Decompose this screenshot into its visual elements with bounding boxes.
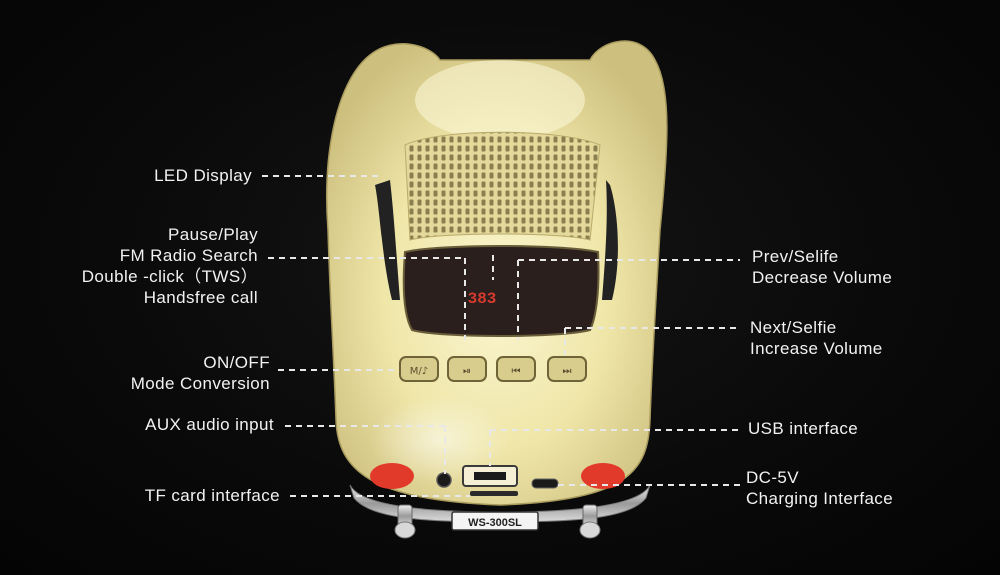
right-side-window	[602, 180, 618, 300]
tf-card-slot	[470, 491, 518, 496]
label-dc-5v: DC-5V Charging Interface	[746, 467, 893, 509]
label-line: Prev/Selife	[752, 247, 839, 266]
left-side-window	[375, 180, 400, 300]
label-prev-selife: Prev/Selife Decrease Volume	[752, 246, 892, 288]
license-plate-text: WS-300SL	[468, 517, 522, 529]
label-line: Decrease Volume	[752, 268, 893, 287]
led-display-window	[402, 245, 600, 337]
label-next-selfie: Next/Selfie Increase Volume	[750, 317, 883, 359]
right-tail-light	[581, 463, 625, 489]
dc-port	[531, 478, 559, 489]
chrome-bumper	[349, 484, 651, 523]
speaker-grille	[404, 131, 601, 241]
label-line: Charging Interface	[746, 489, 894, 508]
label-line: AUX audio input	[145, 415, 274, 434]
leader-lines	[262, 175, 740, 497]
play-pause-button-icon: ⏯	[463, 366, 471, 377]
label-line: Next/Selfie	[750, 318, 837, 337]
label-on-off: ON/OFF Mode Conversion	[131, 352, 270, 394]
label-line: ON/OFF	[203, 353, 270, 372]
prev-button-icon: ⏮	[512, 366, 521, 377]
label-led-display: LED Display	[154, 165, 252, 186]
label-line: Handsfree call	[143, 288, 258, 307]
license-plate	[451, 511, 539, 531]
label-line: Increase Volume	[750, 339, 883, 358]
mode-button-icon: M/♪	[410, 366, 428, 377]
label-pause-play: Pause/Play FM Radio Search Double -click…	[82, 224, 258, 308]
label-line: FM Radio Search	[119, 246, 258, 265]
label-aux-input: AUX audio input	[145, 414, 274, 435]
label-tf-card: TF card interface	[145, 485, 280, 506]
label-line: Pause/Play	[168, 225, 258, 244]
label-line: TF card interface	[144, 486, 280, 505]
led-readout: 383	[468, 290, 497, 308]
label-line: USB interface	[748, 419, 859, 438]
aux-port	[436, 472, 452, 488]
label-usb-interface: USB interface	[748, 418, 858, 439]
next-button-icon: ⏭	[563, 366, 572, 377]
label-line: Mode Conversion	[130, 374, 270, 393]
label-line: LED Display	[154, 166, 252, 185]
control-buttons	[399, 356, 587, 382]
label-line: DC-5V	[746, 468, 800, 487]
left-tail-light	[370, 463, 414, 489]
label-line: Double -click（TWS）	[81, 267, 258, 286]
